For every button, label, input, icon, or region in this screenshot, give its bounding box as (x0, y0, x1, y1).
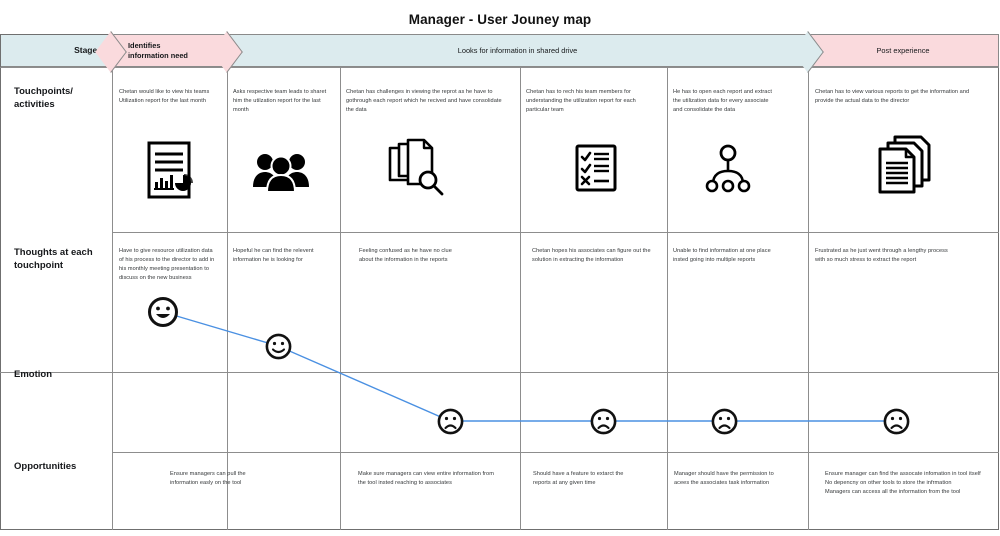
emotion-face-sad-4[interactable] (589, 407, 618, 441)
touchpoint-text-2: Asks respective team leads to sharet him… (233, 89, 327, 114)
thought-text-6: Frustrated as he just went through a len… (815, 248, 948, 264)
emotion-face-very-happy-1[interactable] (146, 295, 180, 334)
documents-search-icon (383, 135, 449, 201)
grid-vline-col1 (227, 67, 228, 530)
opportunity-text-2: Ensure managers can pull the information… (170, 471, 246, 487)
stage-3-label: Post experience (876, 45, 930, 55)
opportunity-text-6: Ensure manager can find the assocate inf… (825, 471, 981, 496)
grid-hline-label-emotion (0, 372, 113, 373)
stage-identifies-information-need[interactable]: Identifies information need (95, 30, 243, 73)
touchpoint-text-3: Chetan has challenges in viewing the rep… (346, 89, 502, 114)
people-group-icon (250, 148, 312, 194)
stage-looks-for-information[interactable]: Looks for information in shared drive (227, 30, 824, 73)
page-title: Manager - User Jouney map (408, 12, 592, 27)
stages-band: Stages Identifies information need Looks… (0, 30, 1000, 73)
thought-text-2: Hopeful he can find the relevent informa… (233, 248, 314, 264)
opportunity-text-3: Make sure managers can view entire infor… (358, 471, 494, 487)
emotion-face-sad-3[interactable] (436, 407, 465, 441)
row-label-opportunities: Opportunities (14, 461, 77, 472)
touchpoint-text-1: Chetan would like to view his teams Util… (119, 89, 210, 105)
stage-1-label: Identifies information need (128, 40, 188, 60)
grid-vline-col4 (667, 67, 668, 530)
row-label-thoughts: Thoughts at each touchpoint (14, 247, 93, 271)
grid-vline-label-col (112, 34, 113, 530)
grid-hline-thoughts-bottom (112, 372, 999, 373)
stages-row-header-label: Stages (74, 44, 102, 55)
thought-text-5: Unable to find information at one place … (673, 248, 771, 264)
opportunity-text-5: Manager should have the permission to ac… (674, 471, 774, 487)
touchpoint-text-6: Chetan has to view various reports to ge… (815, 89, 970, 105)
touchpoint-text-5: He has to open each report and extract t… (673, 89, 772, 114)
grid-hline-touchpoints-bottom (112, 232, 999, 233)
checklist-icon (572, 142, 620, 196)
row-label-emotion: Emotion (14, 369, 52, 380)
thought-text-3: Feeling confused as he have no clue abou… (359, 248, 452, 264)
stage-2-label: Looks for information in shared drive (457, 45, 578, 55)
emotion-face-sad-5[interactable] (710, 407, 739, 441)
report-chart-document-icon (141, 139, 197, 201)
stage-post-experience[interactable]: Post experience (808, 34, 999, 67)
grid-vline-col2 (340, 67, 341, 530)
thought-text-4: Chetan hopes his associates can figure o… (532, 248, 651, 264)
thought-text-1: Have to give resource utilization data o… (119, 248, 215, 282)
grid-vline-col5 (808, 67, 809, 530)
emotion-face-sad-6[interactable] (882, 407, 911, 441)
emotion-polyline (162, 311, 896, 422)
grid-vline-col3 (520, 67, 521, 530)
documents-stack-icon (874, 133, 938, 199)
row-label-touchpoints: Touchpoints/ activities (14, 86, 73, 110)
touchpoint-text-4: Chetan has to rech his team members for … (526, 89, 636, 114)
opportunity-text-4: Should have a feature to extarct the rep… (533, 471, 624, 487)
grid-hline-stage-bottom (0, 67, 999, 68)
emotion-face-happy-2[interactable] (264, 332, 293, 366)
org-hierarchy-icon (703, 143, 753, 195)
grid-hline-emotion-bottom (112, 452, 999, 453)
